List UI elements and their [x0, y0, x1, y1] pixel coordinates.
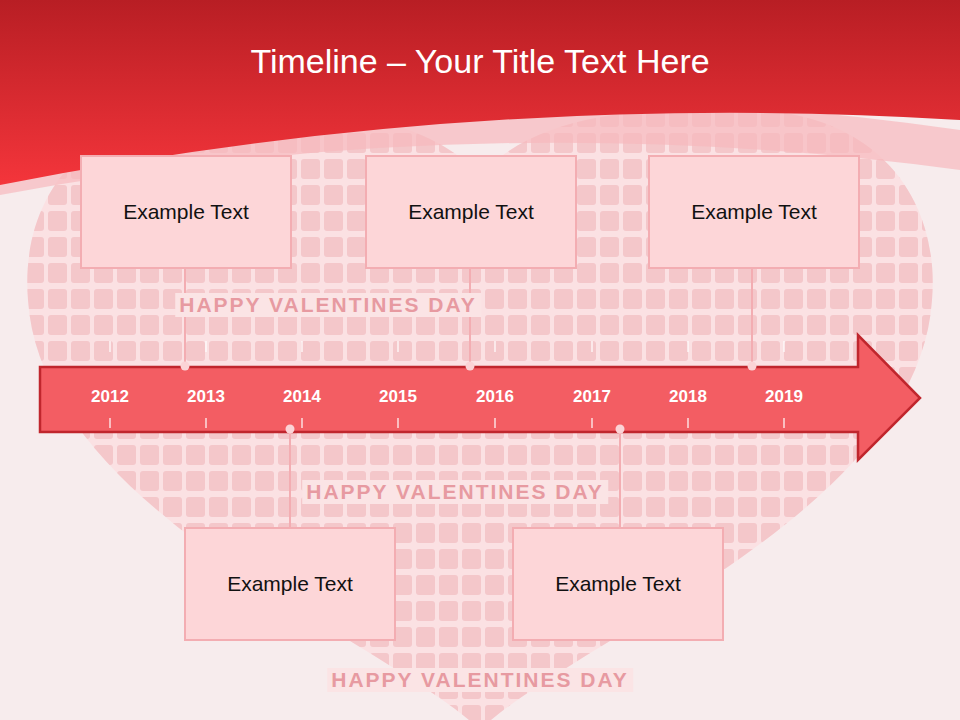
year-label: 2014 — [283, 387, 321, 407]
event-box: Example Text — [80, 155, 292, 269]
slide-title: Timeline – Your Title Text Here — [0, 42, 960, 81]
year-label: 2018 — [669, 387, 707, 407]
event-box: Example Text — [365, 155, 577, 269]
year-tick — [591, 341, 592, 352]
year-label: 2015 — [379, 387, 417, 407]
event-box: Example Text — [512, 527, 724, 641]
watermark-text: HAPPY VALENTINES DAY — [175, 293, 481, 317]
leader-line — [619, 429, 621, 527]
watermark-text: HAPPY VALENTINES DAY — [302, 480, 608, 504]
year-tick — [205, 418, 206, 428]
year-tick — [397, 418, 398, 428]
year-tick — [397, 341, 398, 352]
leader-line — [469, 269, 471, 366]
event-box: Example Text — [648, 155, 860, 269]
year-tick — [687, 418, 688, 428]
year-label: 2016 — [476, 387, 514, 407]
event-box: Example Text — [184, 527, 396, 641]
event-text: Example Text — [408, 199, 534, 224]
leader-line — [751, 269, 753, 366]
year-tick — [783, 341, 784, 352]
event-text: Example Text — [227, 571, 353, 596]
year-tick — [494, 341, 495, 352]
year-tick — [494, 418, 495, 428]
year-tick — [591, 418, 592, 428]
watermark-text: HAPPY VALENTINES DAY — [327, 668, 633, 692]
leader-dot — [181, 362, 190, 371]
leader-dot — [466, 362, 475, 371]
year-label: 2012 — [91, 387, 129, 407]
year-tick — [205, 341, 206, 352]
event-text: Example Text — [123, 199, 249, 224]
year-tick — [109, 418, 110, 428]
year-tick — [109, 341, 110, 352]
year-label: 2019 — [765, 387, 803, 407]
year-tick — [783, 418, 784, 428]
leader-line — [289, 429, 291, 527]
event-text: Example Text — [555, 571, 681, 596]
year-tick — [301, 418, 302, 428]
event-text: Example Text — [691, 199, 817, 224]
year-label: 2017 — [573, 387, 611, 407]
leader-dot — [286, 425, 295, 434]
year-tick — [687, 341, 688, 352]
leader-dot — [748, 362, 757, 371]
year-label: 2013 — [187, 387, 225, 407]
year-tick — [301, 341, 302, 352]
leader-line — [184, 269, 186, 366]
leader-dot — [616, 425, 625, 434]
timeline-arrow — [40, 335, 920, 460]
